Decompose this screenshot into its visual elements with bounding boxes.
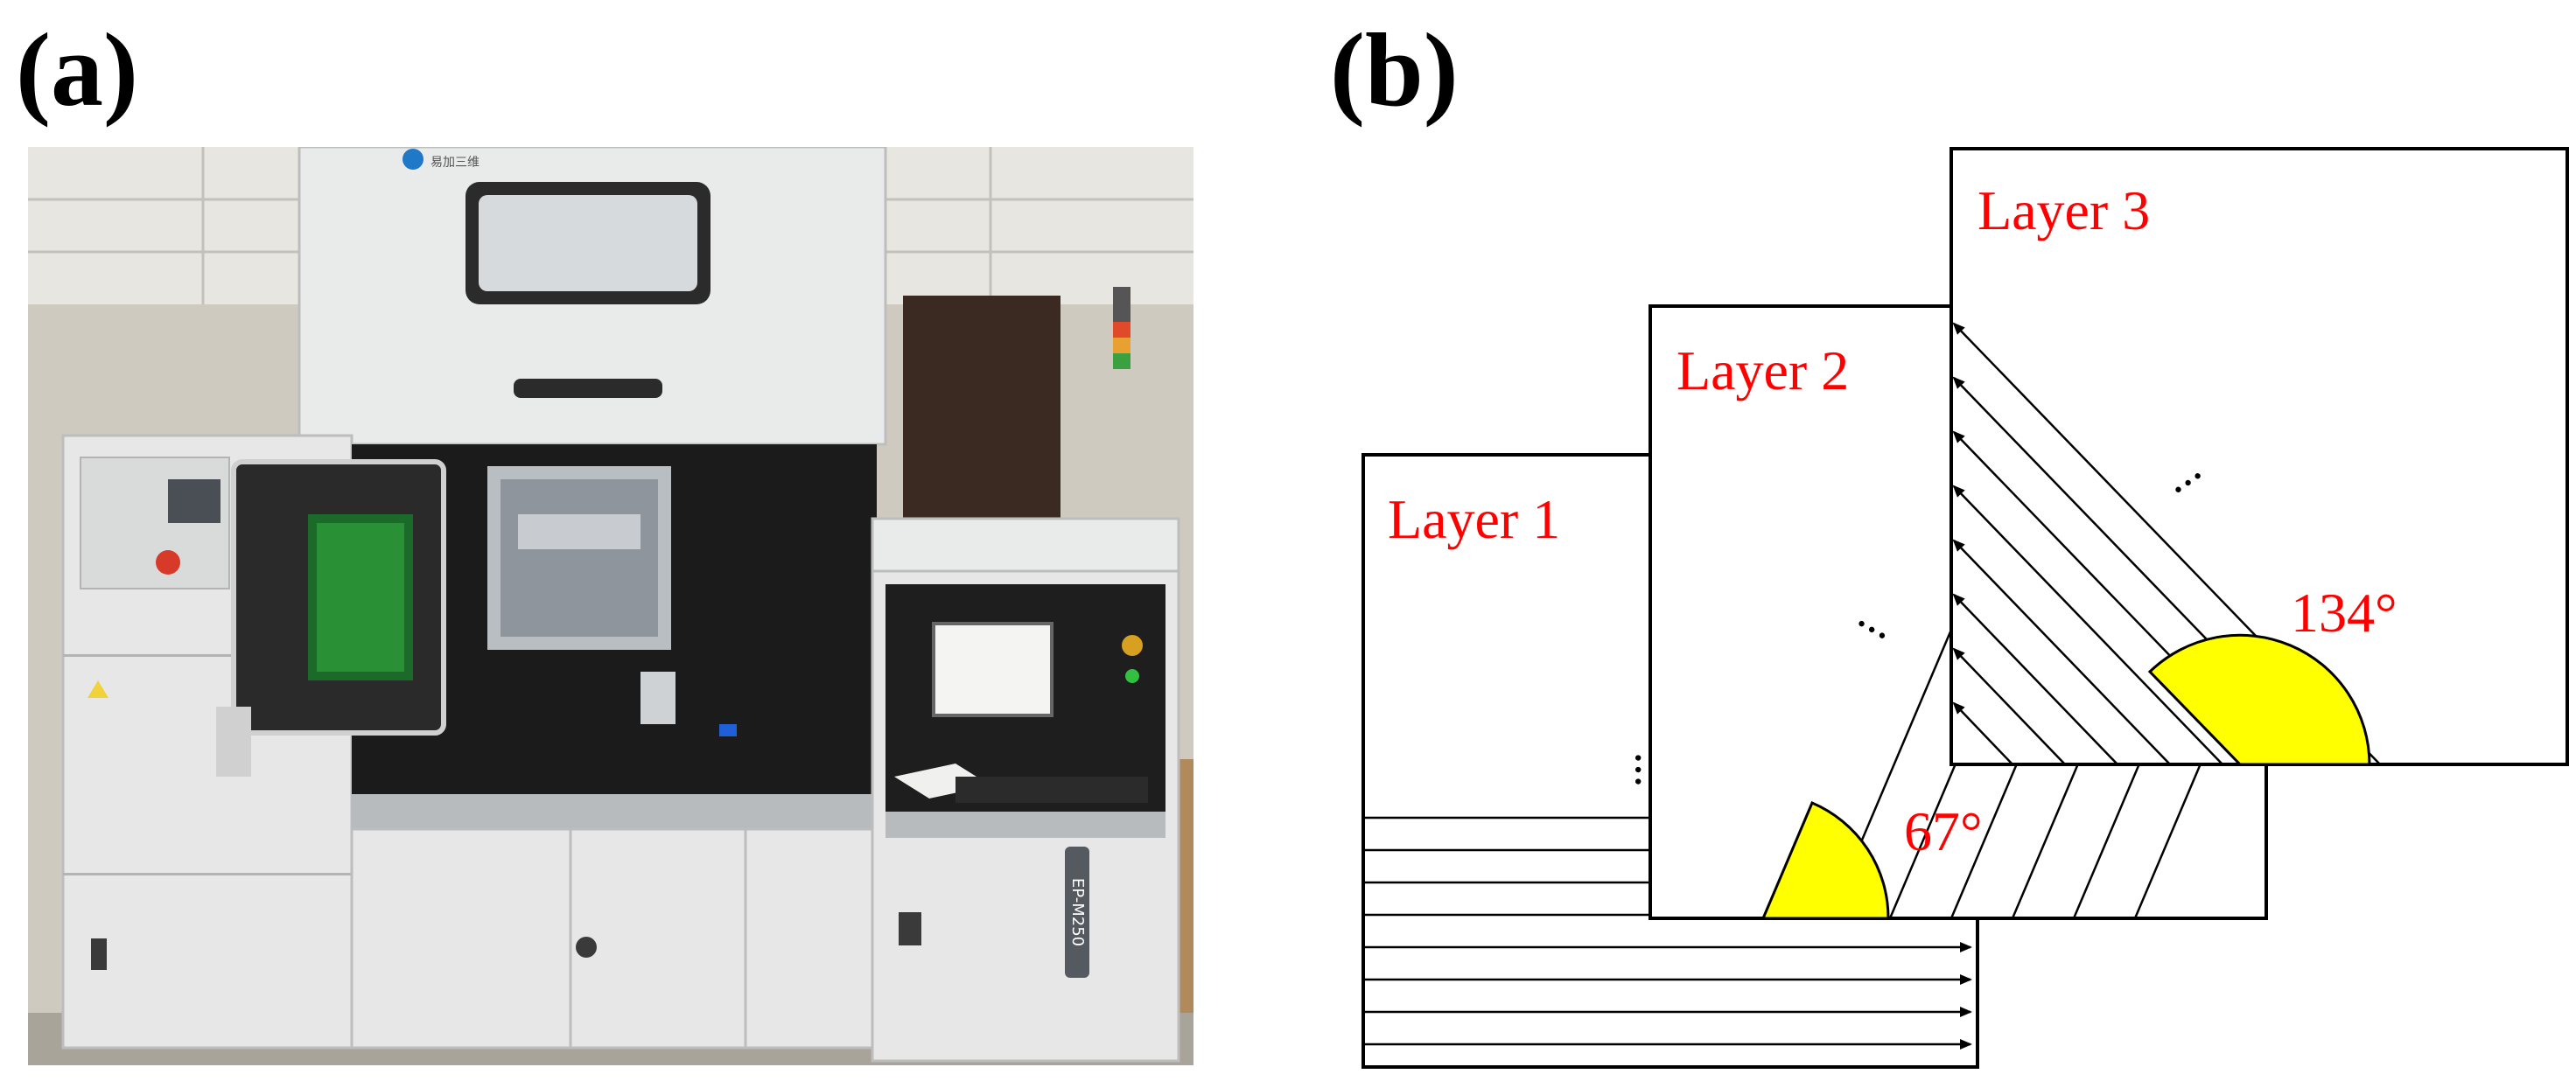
angle-67-label: 67° <box>1904 800 1983 862</box>
angle-67-marker <box>1760 801 1890 920</box>
panel-label-a: (a) <box>16 11 138 128</box>
panel-label-b: (b) <box>1330 11 1459 128</box>
angle-134-label: 134° <box>2291 582 2398 644</box>
brand-logo: 易加三维 <box>402 149 480 170</box>
layer-1-label: Layer 1 <box>1388 488 1560 550</box>
machine-photo: 易加三维 EP-M250 <box>28 147 1194 1065</box>
angle-134-marker <box>2147 633 2371 766</box>
scan-strategy-diagram: Layer 1 ... Layer 2 67° ... <box>1362 147 2569 1069</box>
layer-2-label: Layer 2 <box>1676 339 1849 401</box>
model-badge-text: EP-M250 <box>1068 878 1087 946</box>
layer-3-label: Layer 3 <box>1978 179 2150 241</box>
layer-3: Layer 3 134° ... <box>1950 147 2569 766</box>
brand-text: 易加三维 <box>430 156 480 170</box>
